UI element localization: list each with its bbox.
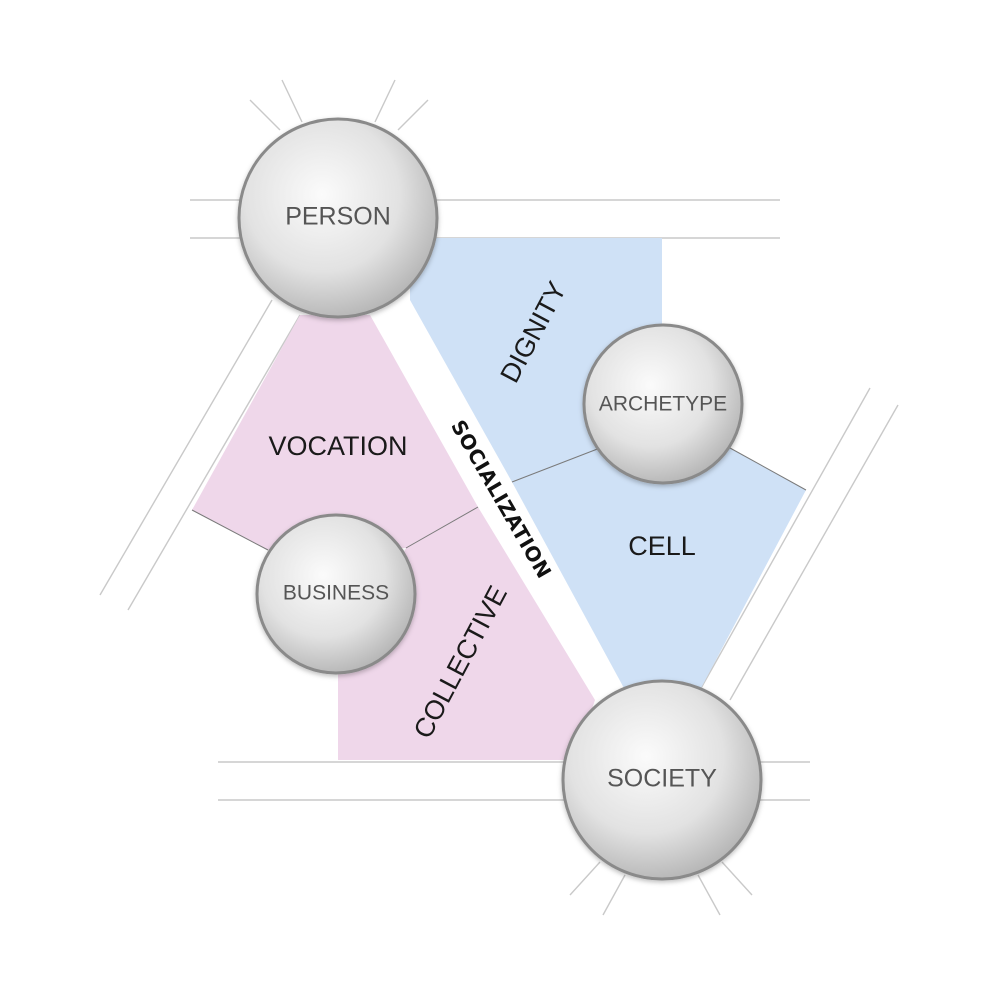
region-dividers — [191, 447, 807, 551]
road-left-inner — [127, 314, 301, 611]
road-right-outer — [699, 387, 871, 691]
society-spoke-3 — [697, 874, 721, 916]
archetype-label: ARCHETYPE — [599, 393, 727, 416]
person-node: PERSON — [237, 117, 439, 319]
person-label: PERSON — [285, 203, 391, 231]
divider-cell-right — [729, 447, 807, 491]
vocation-region — [192, 315, 478, 550]
divider-vocation-left — [191, 509, 269, 551]
person-spoke-2 — [281, 79, 303, 123]
cell-region — [512, 448, 806, 690]
divider-dignity-cell — [511, 447, 601, 483]
society-circle — [561, 679, 763, 881]
person-spoke-1 — [249, 99, 281, 131]
business-circle — [255, 513, 417, 675]
person-circle — [237, 117, 439, 319]
person-spoke-4 — [397, 99, 429, 131]
cell-label: CELL — [628, 531, 696, 561]
divider-vocation-collective — [405, 506, 479, 549]
archetype-node: ARCHETYPE — [582, 323, 744, 485]
road-right-inner — [729, 404, 899, 701]
society-label: SOCIETY — [607, 765, 717, 793]
node-spokes — [249, 79, 753, 916]
society-spoke-4 — [721, 861, 753, 896]
business-node: BUSINESS — [255, 513, 417, 675]
road-left-outer — [99, 299, 273, 596]
business-label: BUSINESS — [283, 582, 389, 605]
society-spoke-1 — [569, 861, 601, 896]
archetype-circle — [582, 323, 744, 485]
vocation-label: VOCATION — [268, 431, 407, 461]
society-node: SOCIETY — [561, 679, 763, 881]
person-spoke-3 — [374, 79, 396, 123]
society-spoke-2 — [602, 874, 626, 916]
